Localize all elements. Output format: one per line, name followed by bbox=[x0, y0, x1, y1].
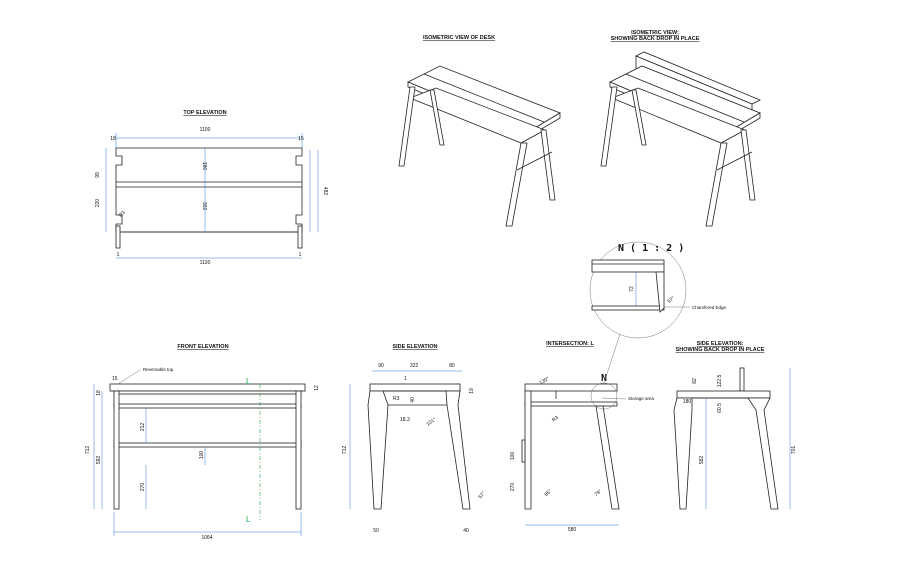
side-dim-90: 90 bbox=[378, 363, 384, 369]
front-dim-1064: 1064 bbox=[201, 535, 212, 541]
side-dim-712: 712 bbox=[342, 446, 348, 455]
int-dim-r3: R3 bbox=[551, 415, 560, 424]
sideback-dim-701: 701 bbox=[791, 446, 797, 455]
intersection-section: INTERSECTION: L N Storage area 130° R3 1… bbox=[510, 341, 655, 533]
iso-back-title-1: ISOMETRIC VIEW: bbox=[631, 30, 679, 36]
front-elevation-title: FRONT ELEVATION bbox=[177, 344, 228, 350]
int-dim-580: 580 bbox=[568, 527, 577, 533]
top-dim-482: 482 bbox=[322, 187, 328, 196]
top-dim-1100: 1100 bbox=[200, 127, 211, 133]
front-dim-212: 212 bbox=[140, 423, 146, 432]
side-back-title-2: SHOWING BACK DROP IN PLACE bbox=[676, 347, 765, 353]
top-elevation-title: TOP ELEVATION bbox=[183, 110, 226, 116]
side-dim-57: 57° bbox=[478, 491, 487, 501]
detail-dim-57: 57° bbox=[667, 296, 677, 305]
front-dim-15: 15 bbox=[112, 376, 118, 382]
top-dim-220: 220 bbox=[95, 199, 101, 208]
section-mark-n: N bbox=[601, 373, 607, 384]
front-elevation: FRONT ELEVATION Reversable top L L 15 18… bbox=[85, 344, 320, 541]
sideback-dim-122-5: 122.5 bbox=[717, 375, 723, 388]
int-dim-130: 130° bbox=[539, 376, 551, 386]
int-dim-100: 100 bbox=[510, 452, 516, 461]
top-dim-99: 99 bbox=[95, 172, 101, 178]
sideback-dim-180: 180 bbox=[683, 399, 692, 405]
detail-dim-72: 72 bbox=[629, 286, 635, 292]
side-elevation: SIDE ELEVATION 90 322 80 R3 1 40 18.3 10… bbox=[342, 344, 487, 534]
top-dim-r3: R3 bbox=[118, 210, 127, 219]
section-mark-l-top: L bbox=[246, 377, 251, 386]
side-dim-18-3: 18.3 bbox=[400, 417, 410, 423]
side-dim-50: 50 bbox=[373, 528, 379, 534]
top-dim-302: 302 bbox=[201, 202, 207, 211]
side-elevation-title: SIDE ELEVATION bbox=[392, 344, 437, 350]
side-dim-322: 322 bbox=[410, 363, 419, 369]
top-dim-15: 15 bbox=[298, 136, 304, 142]
int-dim-79: 79° bbox=[594, 489, 604, 498]
int-dim-85: 85° bbox=[544, 489, 554, 498]
side-back-title-1: SIDE ELEVATION: bbox=[697, 341, 744, 347]
top-dim-1130: 1130 bbox=[200, 260, 211, 266]
top-elevation: TOP ELEVATION 1100 18 15 99 220 180 302 … bbox=[95, 110, 328, 266]
side-elevation-backdrop: SIDE ELEVATION: SHOWING BACK DROP IN PLA… bbox=[673, 341, 797, 510]
side-dim-19: 19 bbox=[469, 388, 475, 394]
sideback-dim-582: 582 bbox=[699, 456, 705, 465]
side-dim-40: 40 bbox=[410, 397, 416, 403]
detail-n-label: N ( 1 : 2 ) bbox=[618, 243, 684, 254]
side-dim-101: 101° bbox=[425, 417, 437, 428]
intersection-title: INTERSECTION: L bbox=[546, 341, 594, 347]
reversable-top-note: Reversable top bbox=[143, 367, 174, 372]
top-dim-180: 180 bbox=[201, 162, 207, 171]
sideback-dim-60-5: 60.5 bbox=[717, 403, 723, 413]
side-dim-r3: R3 bbox=[393, 396, 400, 402]
detail-n: N ( 1 : 2 ) 72 57° Chamfered Edge bbox=[589, 241, 727, 384]
section-mark-l-bottom: L bbox=[246, 515, 251, 524]
front-dim-712: 712 bbox=[85, 446, 91, 455]
iso-back-title-2: SHOWING BACK DROP IN PLACE bbox=[611, 36, 700, 42]
front-dim-592: 592 bbox=[96, 456, 102, 465]
top-dim-1a: 1 bbox=[117, 252, 120, 258]
top-dim-18: 18 bbox=[110, 136, 116, 142]
sideback-dim-82: 82 bbox=[692, 378, 698, 384]
side-dim-80: 80 bbox=[449, 363, 455, 369]
storage-area-note: Storage area bbox=[628, 396, 655, 401]
iso-desk-title: ISOMETRIC VIEW OF DESK bbox=[423, 35, 495, 41]
top-dim-1b: 1 bbox=[299, 252, 302, 258]
side-dim-40b: 40 bbox=[463, 528, 469, 534]
iso-view-desk: ISOMETRIC VIEW OF DESK bbox=[398, 35, 561, 227]
front-dim-100: 100 bbox=[199, 451, 205, 460]
chamfered-edge-note: Chamfered Edge bbox=[692, 305, 727, 310]
side-dim-1: 1 bbox=[404, 376, 407, 382]
front-dim-12: 12 bbox=[314, 385, 320, 391]
int-dim-270: 270 bbox=[510, 483, 516, 492]
front-dim-18: 18 bbox=[96, 390, 102, 396]
iso-view-backdrop: ISOMETRIC VIEW: SHOWING BACK DROP IN PLA… bbox=[600, 30, 761, 227]
front-dim-270: 270 bbox=[140, 483, 146, 492]
